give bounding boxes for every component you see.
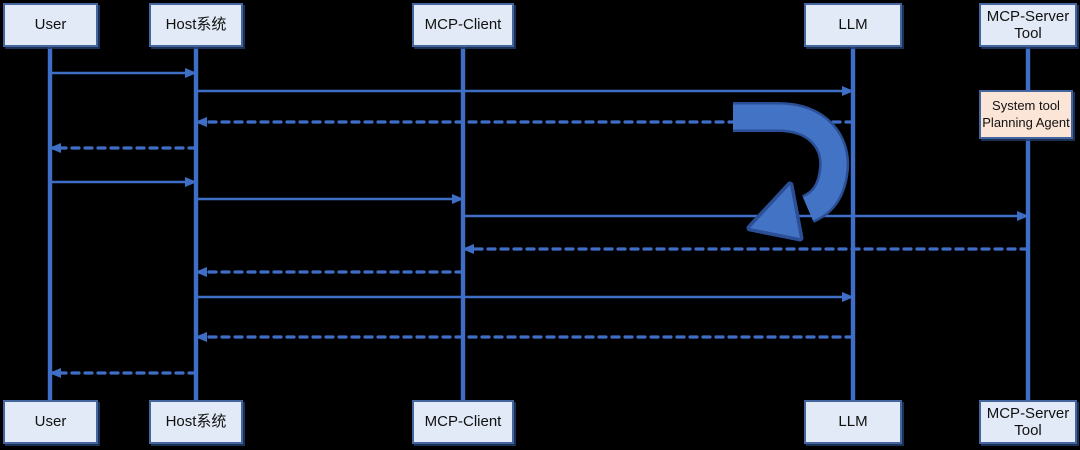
messages-layer (48, 68, 1030, 378)
u-turn-arrow (733, 102, 850, 242)
actor-label: User (34, 16, 67, 34)
u-turn-arrowhead (750, 185, 800, 238)
actor-label: MCP-Client (424, 16, 502, 34)
actor-box-llm-bottom: LLM (804, 400, 902, 444)
note-line-2: Planning Agent (982, 114, 1070, 130)
actor-box-server-bottom: MCP-Server Tool (979, 400, 1077, 444)
actor-label: MCP-Client (424, 413, 502, 431)
lifelines-layer (47, 47, 1031, 401)
actor-label: LLM (838, 16, 868, 34)
actor-box-user-bottom: User (3, 400, 98, 444)
actor-box-host-bottom: Host系统 (149, 400, 243, 444)
actor-label: MCP-Server Tool (986, 7, 1070, 42)
actor-box-host-top: Host系统 (149, 3, 243, 47)
actor-box-server-top: MCP-Server Tool (979, 3, 1077, 47)
actor-label: Host系统 (165, 16, 227, 34)
system-tool-planning-agent-note: System tool Planning Agent (979, 90, 1073, 139)
actor-label: Host系统 (165, 413, 227, 431)
actor-box-client-bottom: MCP-Client (412, 400, 514, 444)
actor-label: User (34, 413, 67, 431)
actor-box-user-top: User (3, 3, 98, 47)
note-line-1: System tool (992, 98, 1060, 114)
actor-label: LLM (838, 413, 868, 431)
actor-label: MCP-Server Tool (986, 404, 1070, 439)
actor-box-client-top: MCP-Client (412, 3, 514, 47)
actor-box-llm-top: LLM (804, 3, 902, 47)
u-turn-arrow-shaft (733, 104, 847, 221)
